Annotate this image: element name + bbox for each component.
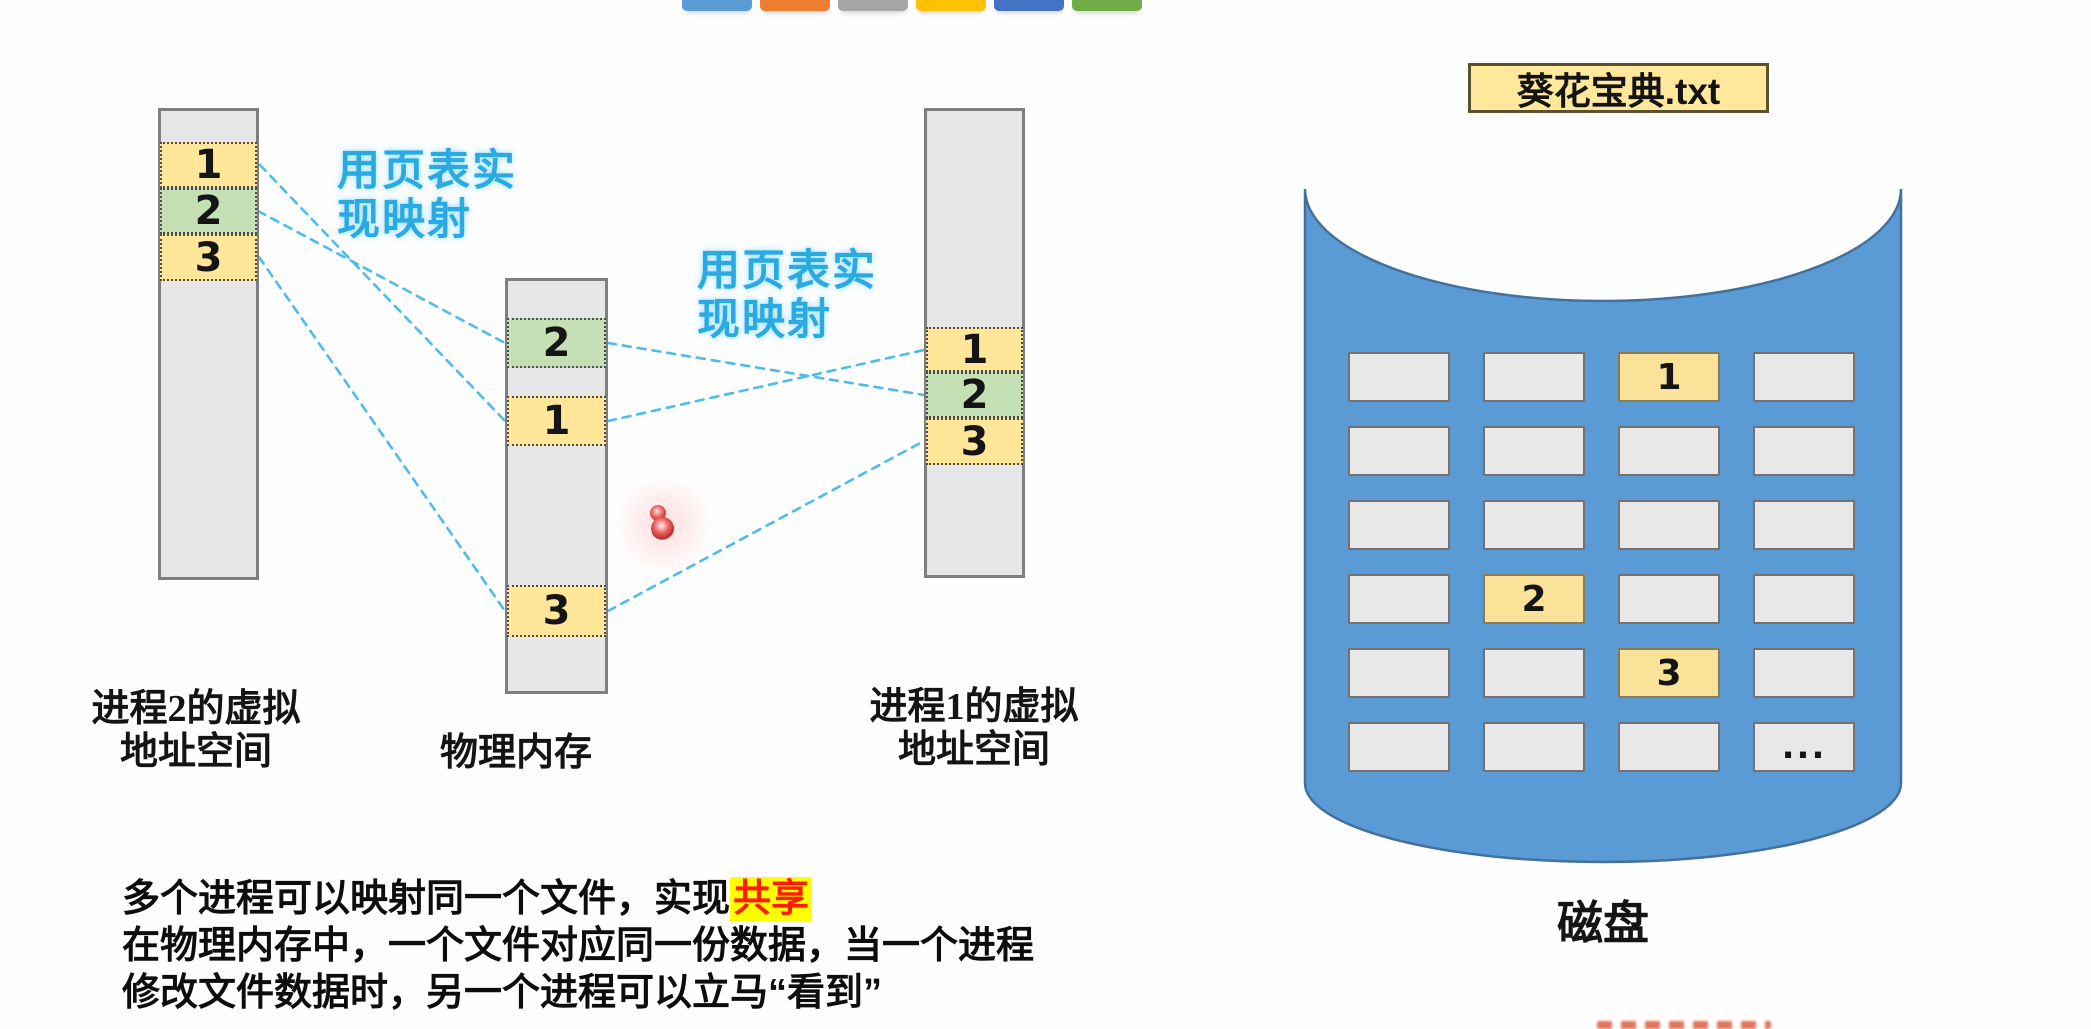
explanation-line3: 修改文件数据时，另一个进程可以立马“看到” <box>122 972 883 1014</box>
disk-block-3: 3 <box>1618 648 1720 698</box>
mapping-note-left-line2: 现映射 <box>337 196 472 244</box>
top-color-bar-orange <box>760 0 830 11</box>
process2-caption-line1: 进程2的虚拟 <box>91 688 301 730</box>
physical-frame-2: 2 <box>507 318 606 368</box>
disk-block <box>1348 722 1450 772</box>
physical-memory-column: 2 1 3 <box>505 278 608 694</box>
process2-page-2: 2 <box>160 188 257 234</box>
disk-block <box>1348 648 1450 698</box>
disk-block <box>1618 574 1720 624</box>
disk-cylinder-shape <box>1303 188 1903 864</box>
process2-page-1: 1 <box>160 142 257 188</box>
process1-address-space-column: 1 2 3 <box>924 108 1025 578</box>
disk-block <box>1753 574 1855 624</box>
disk-block <box>1483 352 1585 402</box>
cutoff-red-text <box>1597 1021 1771 1029</box>
mapping-note-left: 用页表实 现映射 <box>337 147 517 245</box>
disk-block <box>1348 352 1450 402</box>
explanation-line1: 多个进程可以映射同一个文件，实现共享 <box>122 876 1034 923</box>
top-color-bar-blue <box>682 0 752 11</box>
mapping-note-right: 用页表实 现映射 <box>697 247 877 345</box>
disk-block <box>1483 426 1585 476</box>
process2-caption: 进程2的虚拟 地址空间 <box>76 688 316 774</box>
disk-block <box>1483 722 1585 772</box>
process2-address-space-column: 1 2 3 <box>158 108 259 580</box>
mapping-lines <box>256 163 926 613</box>
disk-block-2: 2 <box>1483 574 1585 624</box>
mapping-note-right-line2: 现映射 <box>697 296 832 344</box>
disk-block <box>1618 426 1720 476</box>
line-p2c3-frame3 <box>257 255 507 613</box>
explanation-line1-prefix: 多个进程可以映射同一个文件，实现 <box>122 878 731 920</box>
line-frame1-p1c1 <box>606 348 926 423</box>
process1-caption: 进程1的虚拟 地址空间 <box>854 686 1094 772</box>
explanation-line2: 在物理内存中，一个文件对应同一份数据，当一个进程 <box>122 925 1035 967</box>
line-p2c1-frame1 <box>258 163 507 423</box>
top-color-bar-green <box>1072 0 1142 11</box>
disk-block <box>1483 500 1585 550</box>
file-name-label: 葵花宝典.txt <box>1468 63 1769 113</box>
top-color-bar-gold <box>916 0 986 11</box>
process1-caption-line1: 进程1的虚拟 <box>869 686 1079 728</box>
process1-page-1: 1 <box>926 327 1023 373</box>
disk-block <box>1753 352 1855 402</box>
disk-block <box>1618 722 1720 772</box>
disk-block <box>1483 648 1585 698</box>
disk-block <box>1753 500 1855 550</box>
line-frame2-p1c2 <box>606 341 926 397</box>
physical-frame-3: 3 <box>507 585 606 637</box>
disk-block-grid: 1 2 3 ... <box>1348 352 1855 772</box>
disk-block <box>1618 500 1720 550</box>
process2-caption-line2: 地址空间 <box>119 731 272 773</box>
process1-page-2: 2 <box>926 372 1023 418</box>
shared-highlight: 共享 <box>730 877 813 921</box>
top-color-bar-darkblue <box>994 0 1064 11</box>
mapping-note-left-line1: 用页表实 <box>337 147 517 195</box>
disk-block <box>1348 426 1450 476</box>
disk-block <box>1348 574 1450 624</box>
disk-block-more: ... <box>1753 722 1855 772</box>
disk-caption: 磁盘 <box>1557 898 1649 949</box>
explanation-text: 多个进程可以映射同一个文件，实现共享 在物理内存中，一个文件对应同一份数据，当一… <box>122 876 1034 1017</box>
laser-pointer-dot <box>651 517 674 540</box>
process1-caption-line2: 地址空间 <box>897 729 1050 771</box>
disk-block <box>1348 500 1450 550</box>
top-color-bar-gray <box>838 0 908 11</box>
mapping-note-right-line1: 用页表实 <box>697 247 877 295</box>
line-frame3-p1c3 <box>606 439 926 613</box>
process2-page-3: 3 <box>160 234 257 281</box>
physical-frame-1: 1 <box>507 396 606 446</box>
physical-memory-caption: 物理内存 <box>439 732 592 774</box>
disk-block <box>1753 426 1855 476</box>
line-p2c2-frame2 <box>256 209 507 345</box>
disk-block <box>1753 648 1855 698</box>
disk-block-1: 1 <box>1618 352 1720 402</box>
process1-page-3: 3 <box>926 418 1023 465</box>
